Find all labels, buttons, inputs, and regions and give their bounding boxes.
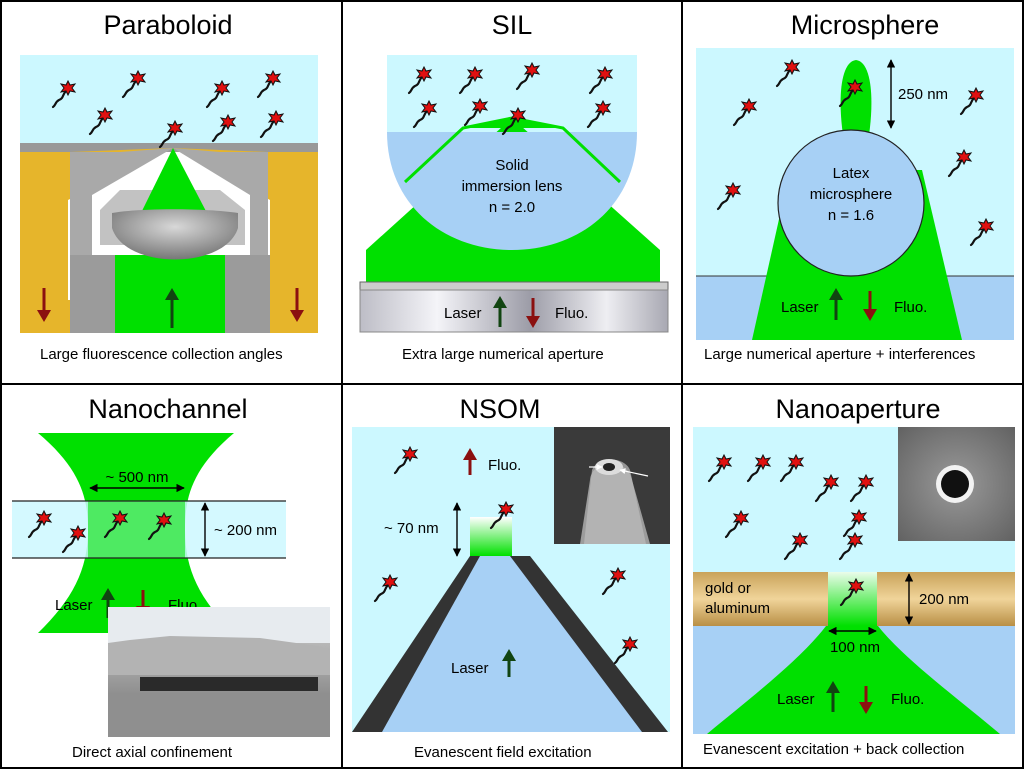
nanoaperture-metal-left: [693, 572, 828, 626]
nanoaperture-caption: Evanescent excitation + back collection: [703, 741, 964, 758]
microsphere-laser-label: Laser: [781, 299, 819, 316]
panel-sil: SIL Solid immersion lens n = 2.0 Laser F…: [359, 10, 669, 363]
nsom-evanescent-field: [470, 517, 512, 556]
panel-nanoaperture: Nanoaperture gold or aluminum 200 nm 100…: [693, 394, 1015, 758]
nsom-sem-image: [554, 427, 670, 544]
paraboloid-title: Paraboloid: [103, 10, 232, 40]
nanoaperture-sem-image: [898, 427, 1015, 541]
nsom-fluo-label: Fluo.: [488, 457, 521, 474]
panel-nanochannel: Nanochannel ~ 500 nm ~ 200 nm Laser Fluo…: [12, 394, 330, 761]
nanochannel-laser-label: Laser: [55, 597, 93, 614]
paraboloid-caption: Large fluorescence collection angles: [40, 346, 283, 363]
nanochannel-width-label: ~ 500 nm: [106, 469, 169, 486]
nsom-caption: Evanescent field excitation: [414, 744, 592, 761]
sil-objective: [359, 289, 669, 333]
nanoaperture-metal-line2: aluminum: [705, 600, 770, 617]
sil-fluo-label: Fluo.: [555, 305, 588, 322]
paraboloid-green-cone: [140, 148, 208, 215]
microsphere-title: Microsphere: [791, 10, 940, 40]
nanochannel-title: Nanochannel: [88, 394, 247, 424]
sil-title: SIL: [492, 10, 533, 40]
microsphere-caption: Large numerical aperture + interferences: [704, 346, 975, 363]
paraboloid-lens: [112, 209, 238, 260]
nanoaperture-diameter-label: 100 nm: [830, 639, 880, 656]
nanoaperture-laser-label: Laser: [777, 691, 815, 708]
nanoaperture-thickness-label: 200 nm: [919, 591, 969, 608]
paraboloid-coverslip: [20, 143, 318, 152]
microsphere-sphere: [777, 129, 925, 277]
microsphere-nanojet: [840, 60, 872, 135]
panel-paraboloid: Paraboloid Large fluoresce: [20, 10, 318, 363]
sil-lens-line1: Solid: [495, 157, 528, 174]
sil-caption: Extra large numerical aperture: [402, 346, 604, 363]
nanoaperture-fluo-label: Fluo.: [891, 691, 924, 708]
nanoaperture-metal-right: [877, 572, 1015, 626]
nsom-dim-label: ~ 70 nm: [384, 520, 439, 537]
microsphere-fluo-label: Fluo.: [894, 299, 927, 316]
microsphere-dim-label: 250 nm: [898, 86, 948, 103]
nanochannel-caption: Direct axial confinement: [72, 744, 233, 761]
sil-lens-line3: n = 2.0: [489, 199, 535, 216]
nanoaperture-green-beam: [707, 626, 1000, 734]
paraboloid-beam-right: [173, 148, 318, 300]
panel-microsphere: Microsphere Latex microsphere n = 1.6 25…: [696, 10, 1014, 363]
sil-lens: [387, 132, 637, 250]
microsphere-line3: n = 1.6: [828, 207, 874, 224]
nanochannel-sem-image: [108, 607, 330, 737]
nanochannel-height-label: ~ 200 nm: [214, 522, 277, 539]
paraboloid-beam-left: [20, 148, 173, 300]
nsom-laser-label: Laser: [451, 660, 489, 677]
nsom-title: NSOM: [460, 394, 541, 424]
panel-nsom: NSOM ~ 70 nm Fluo. Laser: [352, 394, 670, 761]
nsom-probe-core: [382, 556, 642, 732]
microsphere-line1: Latex: [833, 165, 870, 182]
microsphere-line2: microsphere: [810, 186, 893, 203]
nanoaperture-hole: [828, 572, 877, 626]
paraboloid-body-left: [70, 148, 173, 255]
sil-laser-label: Laser: [444, 305, 482, 322]
nanoaperture-title: Nanoaperture: [775, 394, 940, 424]
nanoaperture-metal-line1: gold or: [705, 580, 751, 597]
sil-lens-line2: immersion lens: [462, 178, 563, 195]
paraboloid-body-right: [173, 148, 268, 255]
